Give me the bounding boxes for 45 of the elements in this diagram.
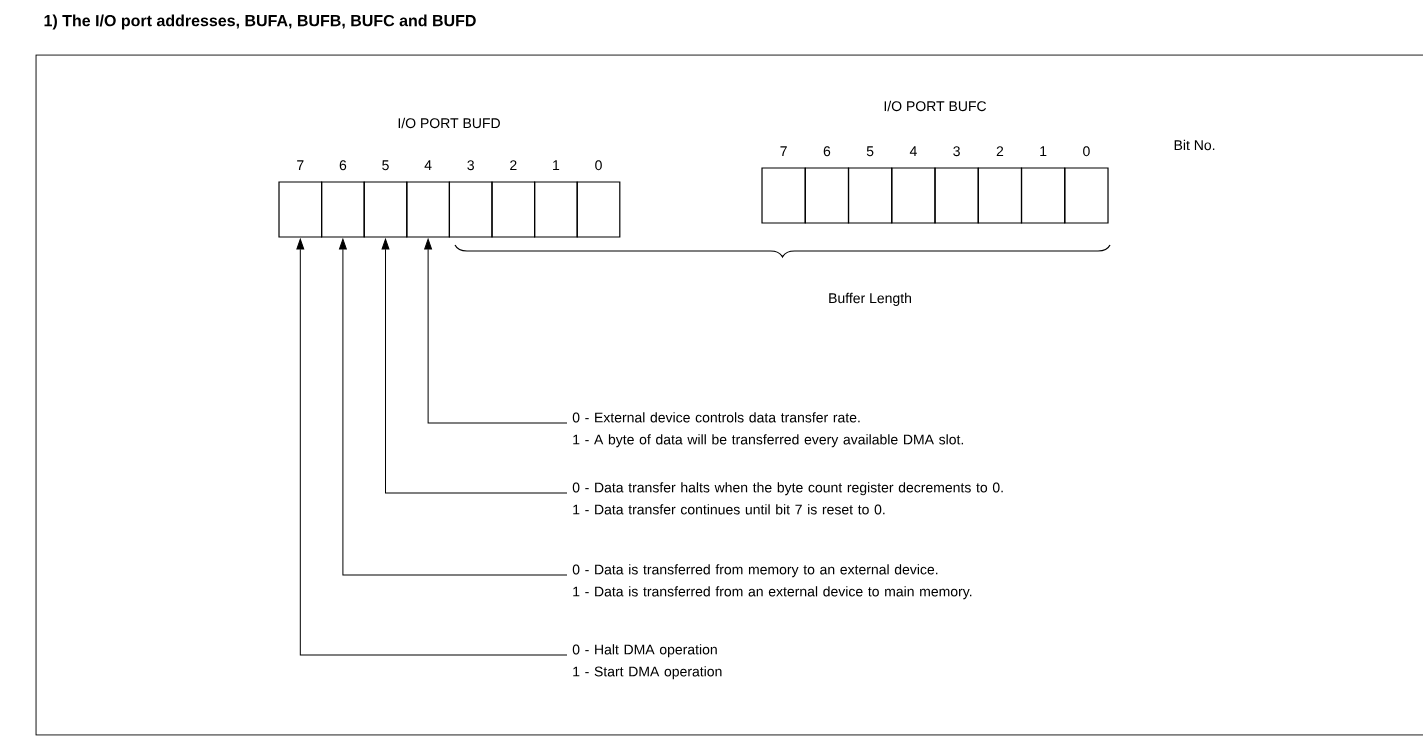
bit-number: 7 <box>780 146 787 156</box>
bit-cell <box>363 181 408 238</box>
bit-cell <box>847 167 893 224</box>
leader-arrow <box>381 238 568 494</box>
bit-number: 0 <box>1083 146 1090 157</box>
bit-cell <box>1064 167 1109 224</box>
bit-cell <box>406 181 450 238</box>
bit-cell <box>448 181 493 238</box>
leader-arrow <box>296 238 568 656</box>
bit-number: 1 <box>553 160 560 170</box>
bit-cell <box>934 167 979 224</box>
bit-cell <box>534 181 578 238</box>
bit-cell <box>491 181 536 238</box>
bit-number: 1 <box>1040 146 1047 156</box>
bit-number: 4 <box>909 146 917 156</box>
bit-cell <box>891 167 936 224</box>
bit-number: 2 <box>510 160 517 170</box>
brace-label: Buffer Length <box>829 292 911 306</box>
bit-cell <box>1020 167 1066 224</box>
bit-number: 5 <box>866 146 874 157</box>
bit-cell <box>321 181 365 238</box>
bit-number: 0 <box>595 160 602 171</box>
bit-number: 7 <box>297 160 304 170</box>
port-title: I/O PORT BUFC <box>884 100 987 112</box>
leader-arrow <box>424 238 568 424</box>
bit-cell <box>278 181 323 238</box>
bit-number: 2 <box>996 146 1004 156</box>
port-title: I/O PORT BUFD <box>398 117 500 129</box>
heading: 1) The I/O port addresses, BUFA, BUFB, BUFC and BUFD <box>44 14 476 30</box>
bit-description: 0 - Data is transferred from memory to an external device. 1 - Data is transferred from an external device to main memory. <box>572 564 972 600</box>
bit-cell <box>977 167 1023 224</box>
axis-label: Bit No. <box>1174 139 1215 151</box>
bit-description: 0 - External device controls data transfer rate. 1 - A byte of data will be transferred every available DMA slot. <box>572 412 964 448</box>
bit-cell <box>804 167 850 224</box>
bit-description: 0 - Halt DMA operation 1 - Start DMA operation <box>572 644 722 680</box>
bit-number: 6 <box>339 160 347 171</box>
bit-number: 6 <box>823 146 831 157</box>
bit-cell <box>576 181 621 238</box>
bit-number: 4 <box>424 160 432 170</box>
bit-cell <box>761 167 806 224</box>
leader-arrow <box>338 238 568 576</box>
bit-number: 3 <box>953 146 960 157</box>
bit-description: 0 - Data transfer halts when the byte count register decrements to 0. 1 - Data transfer continues until bit 7 is reset to 0. <box>572 482 1003 515</box>
bit-number: 3 <box>467 160 474 171</box>
bit-number: 5 <box>382 160 389 171</box>
